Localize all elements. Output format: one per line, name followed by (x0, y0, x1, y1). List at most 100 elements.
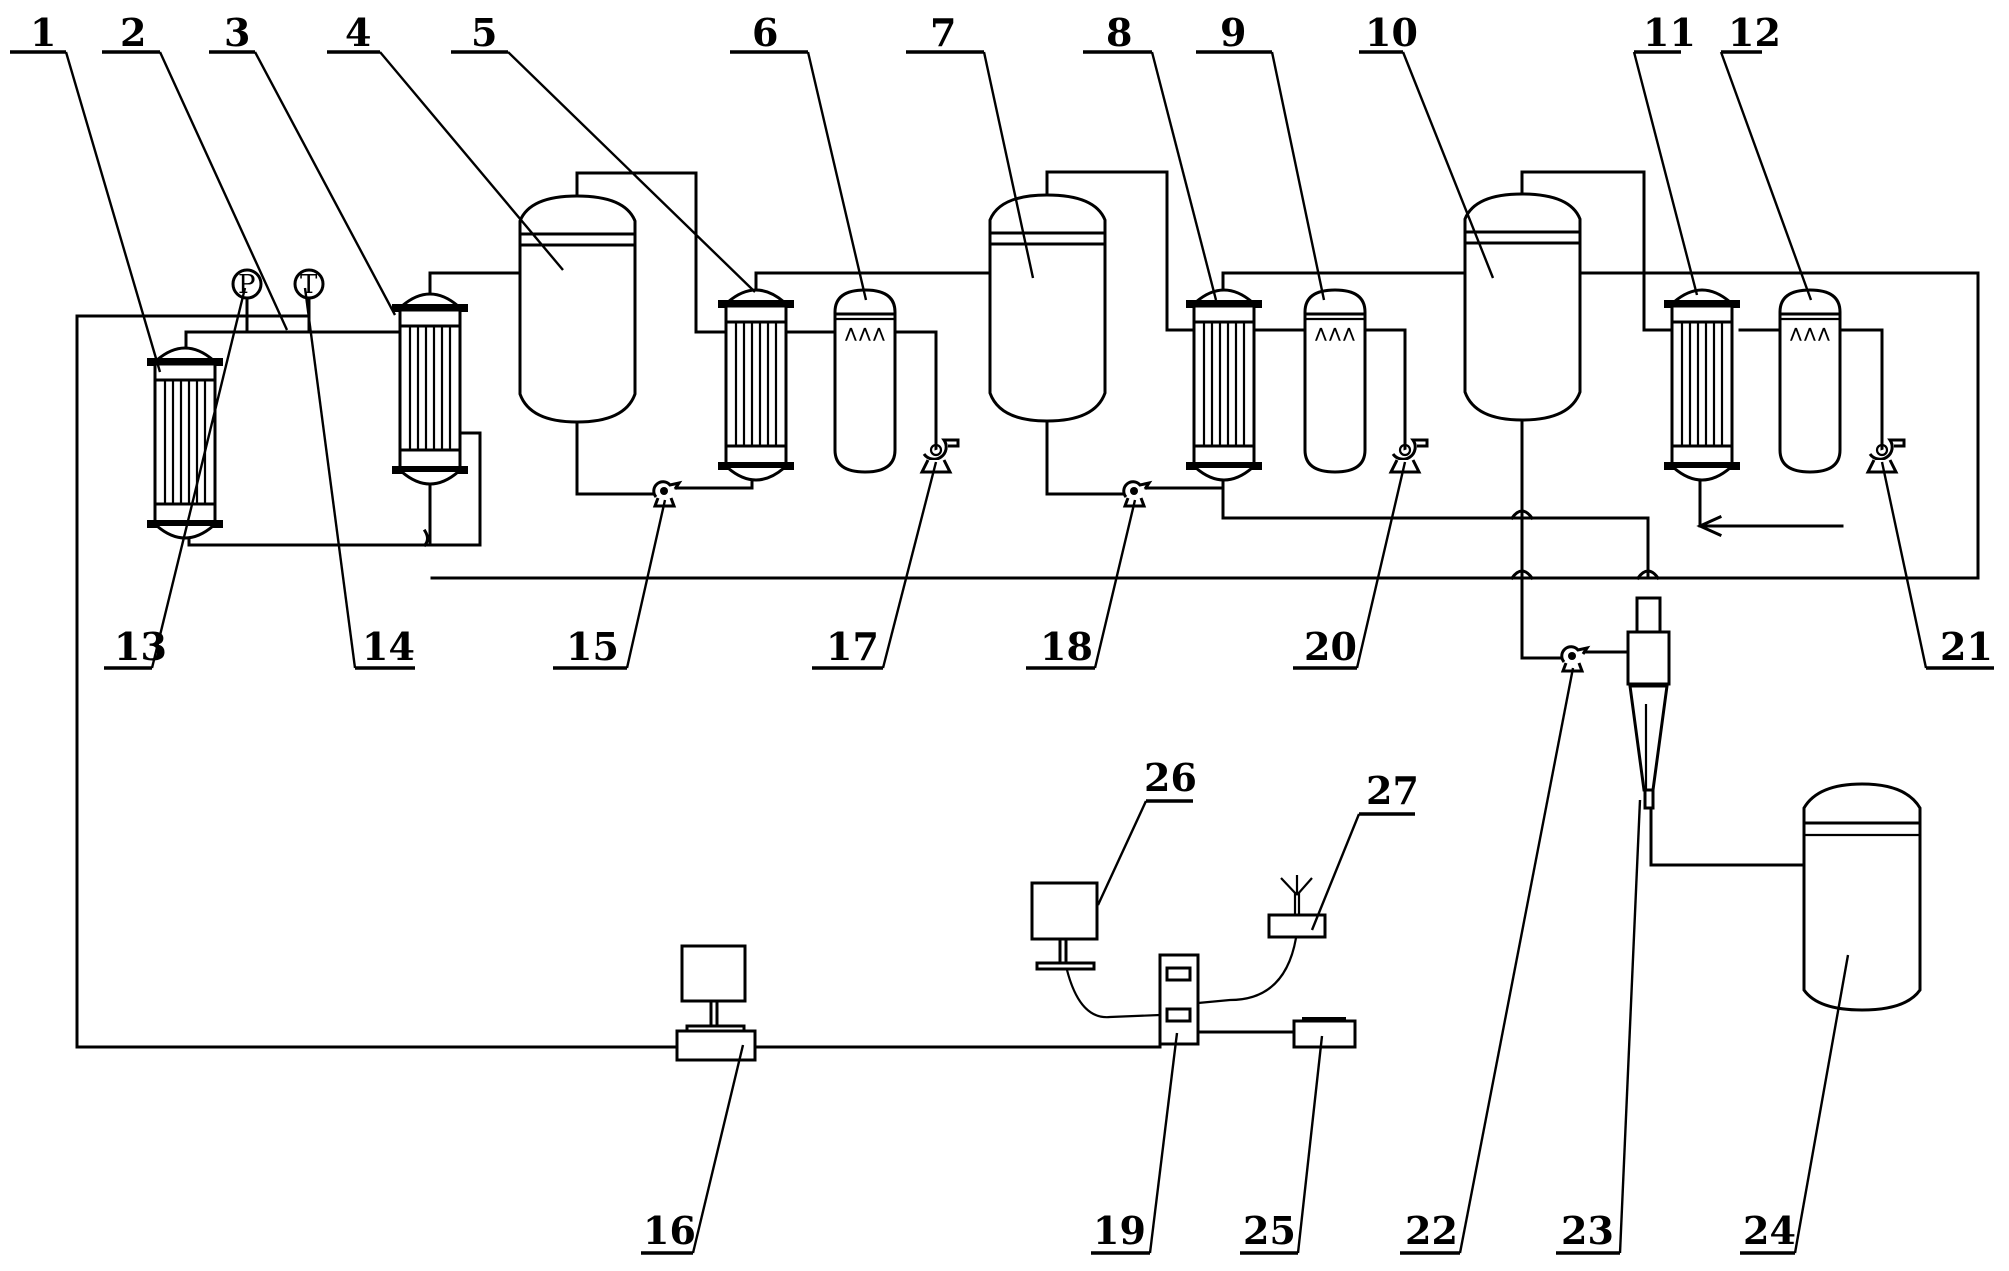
fan-21 (1866, 438, 1906, 474)
label-25: 25 (1243, 1208, 1296, 1253)
evaporator-10 (1463, 192, 1582, 422)
label-4: 4 (345, 10, 371, 55)
pipe-12-to-21 (1840, 328, 1884, 452)
wireless-transmitter-27 (1267, 875, 1327, 939)
label-17: 17 (826, 624, 879, 669)
callout-25: 25 (1240, 1035, 1324, 1255)
spray-tower-6 (833, 288, 897, 474)
callout-9: 9 (1196, 10, 1326, 301)
label-8: 8 (1106, 10, 1132, 55)
pipe-5-to-7 (754, 271, 992, 292)
pipe-4-to-5 (575, 171, 726, 334)
callout-14: 14 (303, 287, 415, 670)
callout-2: 2 (102, 10, 289, 331)
temperature-gauge-symbol: T (300, 270, 318, 300)
label-3: 3 (224, 10, 250, 55)
callout-13: 13 (104, 287, 247, 670)
callout-10: 10 (1359, 10, 1495, 279)
steam-pipe (184, 330, 400, 350)
label-24: 24 (1743, 1208, 1796, 1253)
pipe-8-condensate (1221, 486, 1650, 580)
pipe-crossings (422, 509, 1661, 581)
callout-7: 7 (906, 10, 1035, 279)
callout-24: 24 (1740, 954, 1850, 1255)
cyclone-separator-23 (1626, 596, 1671, 810)
label-14: 14 (362, 624, 415, 669)
pump-22 (1560, 645, 1589, 673)
heat-exchanger-3 (392, 294, 468, 484)
label-12: 12 (1728, 10, 1781, 55)
pipe-10-to-11 (1520, 170, 1672, 332)
label-22: 22 (1405, 1208, 1458, 1253)
label-5: 5 (471, 10, 497, 55)
pipe-10-to-22 (1520, 418, 1564, 660)
label-6: 6 (752, 10, 778, 55)
pipe-3-to-4 (428, 271, 522, 300)
callout-3: 3 (209, 10, 397, 316)
callout-20: 20 (1293, 461, 1407, 670)
callout-23: 23 (1556, 799, 1642, 1255)
label-11: 11 (1643, 10, 1696, 55)
callout-16: 16 (641, 1044, 745, 1255)
fan-17 (920, 438, 960, 474)
computer-terminal-16 (675, 944, 757, 1062)
callout-5: 5 (451, 10, 756, 293)
flow-arrow (1696, 515, 1722, 537)
controller-19 (1158, 953, 1200, 1046)
pressure-gauge-symbol: P (238, 270, 256, 300)
heater-1 (147, 348, 223, 538)
cable-27-19 (1197, 937, 1298, 1005)
cable-26-19 (1065, 969, 1161, 1019)
pipe-6-to-17 (893, 330, 938, 452)
callout-26: 26 (1096, 755, 1197, 906)
callout-18: 18 (1026, 499, 1137, 670)
condenser-5 (718, 290, 794, 480)
label-19: 19 (1093, 1208, 1146, 1253)
callout-8: 8 (1083, 10, 1218, 301)
label-20: 20 (1304, 624, 1357, 669)
pressure-gauge-13: P (231, 268, 263, 334)
label-27: 27 (1366, 768, 1419, 813)
label-2: 2 (120, 10, 146, 55)
label-16: 16 (643, 1208, 696, 1253)
callout-27: 27 (1310, 768, 1419, 931)
pipe-7-to-8 (1045, 170, 1194, 332)
label-1: 1 (30, 10, 56, 55)
pipe-23-to-24 (1649, 806, 1806, 867)
callout-1: 1 (10, 10, 162, 373)
callout-17: 17 (812, 461, 938, 670)
label-7: 7 (930, 10, 956, 55)
label-26: 26 (1144, 755, 1197, 800)
callout-15: 15 (553, 499, 667, 670)
callout-21: 21 (1880, 461, 1994, 670)
piping (75, 170, 1980, 1049)
pipe-7-to-18 (1045, 419, 1130, 496)
evaporator-4 (518, 194, 637, 424)
pipe-4-to-15 (575, 422, 660, 496)
label-18: 18 (1040, 624, 1093, 669)
pump-18 (1122, 480, 1151, 508)
pipe-9-to-20 (1363, 328, 1407, 452)
pipe-8-to-main (430, 271, 1980, 580)
pump-15 (652, 480, 681, 508)
label-15: 15 (566, 624, 619, 669)
label-23: 23 (1561, 1208, 1614, 1253)
callout-19: 19 (1091, 1032, 1179, 1255)
condenser-11 (1664, 290, 1740, 480)
label-13: 13 (114, 624, 167, 669)
reference-labels: 1 2 3 4 5 6 7 8 9 10 11 12 13 14 15 17 1… (10, 10, 1994, 1255)
storage-tank-24 (1802, 782, 1922, 1012)
label-9: 9 (1220, 10, 1246, 55)
temperature-gauge-14: T (293, 268, 325, 334)
callout-12: 12 (1719, 10, 1813, 301)
callout-4: 4 (327, 10, 564, 271)
callout-6: 6 (730, 10, 868, 301)
fan-20 (1389, 438, 1429, 474)
evaporator-7 (988, 193, 1107, 423)
spray-tower-9 (1303, 288, 1367, 474)
display-monitor-26 (1030, 881, 1099, 971)
label-21: 21 (1940, 624, 1993, 669)
spray-tower-12 (1778, 288, 1842, 474)
label-10: 10 (1365, 10, 1418, 55)
